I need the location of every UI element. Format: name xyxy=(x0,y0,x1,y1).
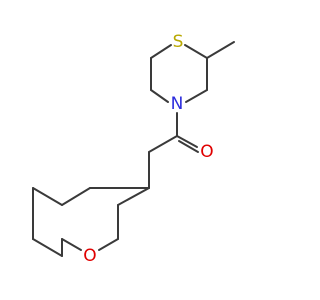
bond-oxygen-c8a xyxy=(61,238,82,251)
benzene-ring xyxy=(32,187,91,257)
bond-c2-methyl xyxy=(206,41,235,59)
bond-c2-oxygen xyxy=(98,238,119,251)
bond-n-c5 xyxy=(150,89,169,103)
molecule-structure: S N O O xyxy=(32,32,235,266)
bond-carbonyl-oxygen-double xyxy=(178,140,199,153)
bond-c8-c8a xyxy=(32,238,63,257)
bond-carbonyl-oxygen xyxy=(176,135,198,148)
ring-oxygen-atom-label: O xyxy=(83,246,96,266)
bond-c5-c6 xyxy=(32,187,63,206)
bond-c3-n xyxy=(185,89,208,103)
bond-carbonyl-ch2 xyxy=(148,135,178,153)
bond-c4a-c5 xyxy=(61,187,91,206)
carbonyl-oxygen-atom-label: O xyxy=(200,142,213,162)
pyran-ring xyxy=(61,187,150,251)
sulfur-atom-label: S xyxy=(173,32,184,52)
bond-c6-s xyxy=(150,44,172,59)
bond-c4-c3 xyxy=(117,187,150,206)
thiomorpholine-ring xyxy=(150,41,235,103)
nitrogen-atom-label: N xyxy=(171,94,184,114)
bond-s-c2 xyxy=(184,44,208,59)
amide-linker xyxy=(148,112,199,189)
